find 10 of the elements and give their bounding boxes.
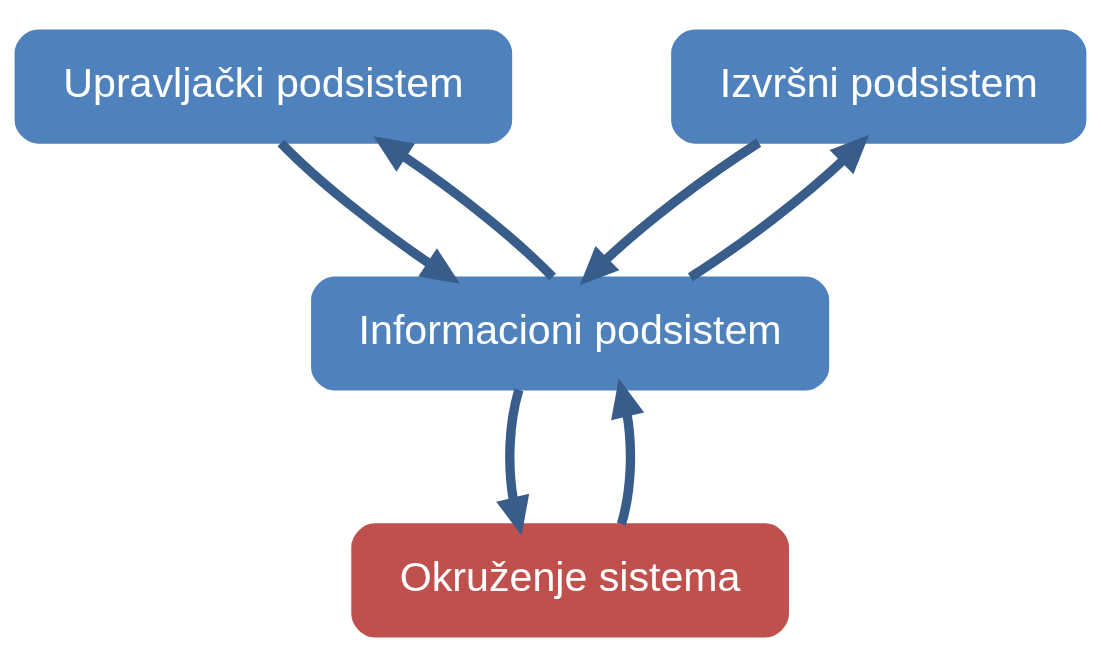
arrow [373,136,556,281]
arrow [611,378,645,526]
arrow [277,139,461,284]
node-box: Okruženje sistema [351,523,789,638]
node-box: Upravljački podsistem [14,29,513,144]
arrow [496,388,530,536]
arrow [687,134,870,282]
arrow [579,138,762,286]
node-box: Informacioni podsistem [311,276,830,391]
node-box: Izvršni podsistem [671,29,1087,144]
